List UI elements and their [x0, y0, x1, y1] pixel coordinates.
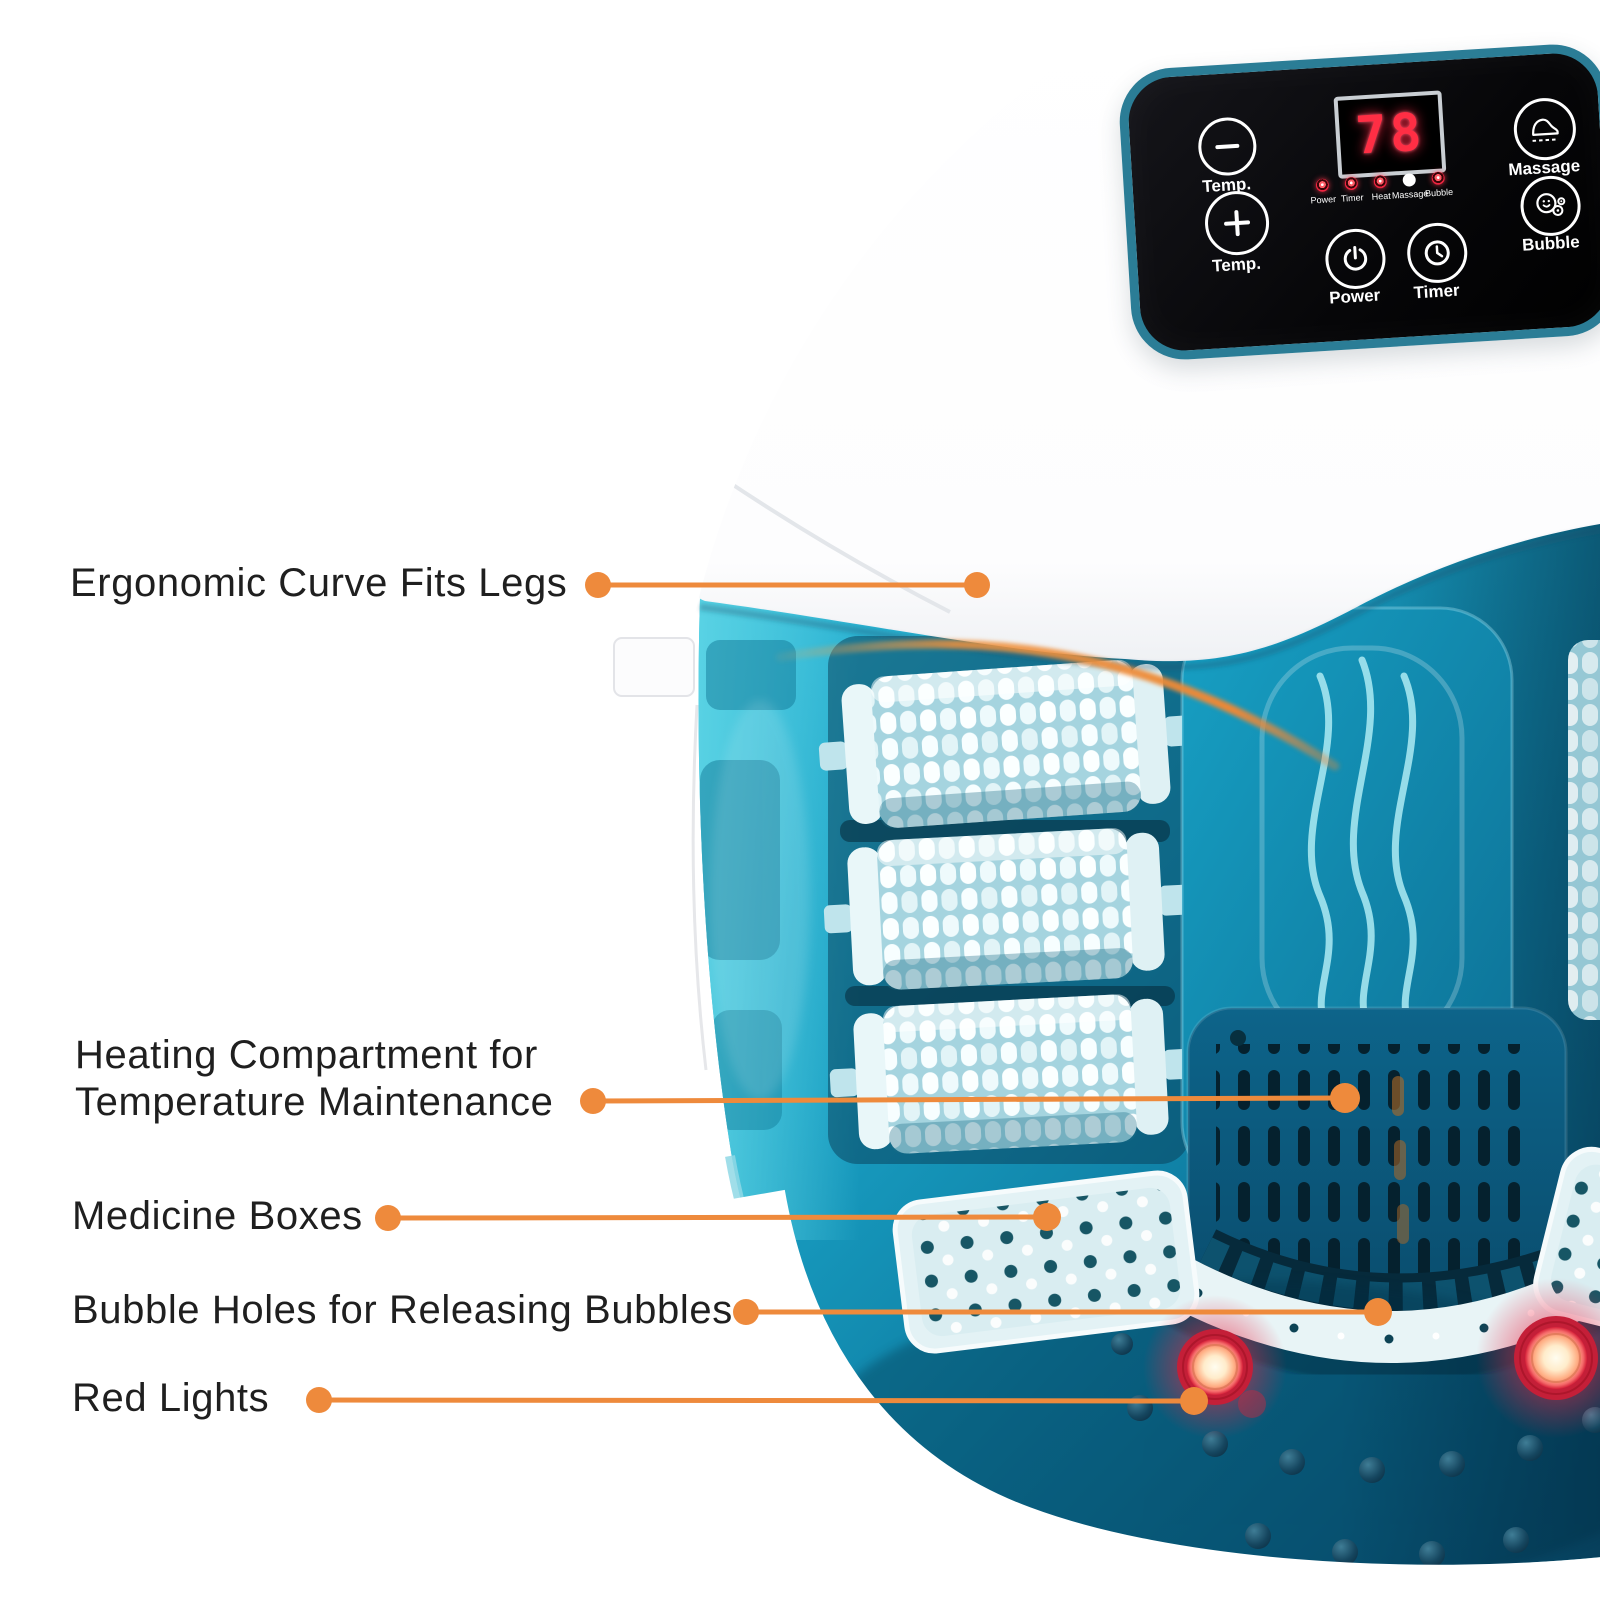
led-power: Power	[1308, 178, 1339, 206]
timer-led-icon	[1344, 176, 1359, 191]
callout-lines	[306, 572, 1392, 1415]
wave-emboss-icon	[1307, 656, 1417, 1028]
temp-minus-button[interactable]	[1196, 115, 1259, 178]
heating-compartment	[1186, 1006, 1568, 1306]
bubble-led-icon	[1431, 171, 1446, 186]
temperature-value: 78	[1353, 102, 1427, 167]
label-heating-compartment: Heating Compartment for Temperature Main…	[75, 1033, 554, 1124]
label-medicine-boxes: Medicine Boxes	[72, 1194, 363, 1238]
label-ergonomic-curve: Ergonomic Curve Fits Legs	[70, 561, 568, 605]
bubble-button[interactable]	[1518, 174, 1583, 238]
body-seam	[691, 704, 708, 1071]
power-led-icon	[1315, 178, 1330, 193]
temperature-display: 78	[1333, 90, 1447, 179]
temp-plus-button[interactable]	[1203, 189, 1271, 257]
control-panel: Temp. Temp. 78 Power Timer Heat Massage …	[1116, 41, 1600, 363]
red-light-right	[1476, 1278, 1600, 1438]
tub-rim-white	[691, 1189, 1600, 1600]
bubble-label: Bubble	[1521, 232, 1581, 255]
power-button[interactable]	[1323, 227, 1388, 291]
temp-plus-label: Temp.	[1211, 253, 1262, 276]
led-massage: Massage	[1392, 173, 1429, 201]
clock-icon	[1424, 240, 1450, 266]
red-light-left	[1143, 1295, 1287, 1439]
massage-roller-middle	[823, 828, 1191, 990]
power-icon	[1343, 245, 1368, 271]
plus-icon	[1223, 209, 1251, 237]
heat-led-icon	[1373, 174, 1388, 189]
timer-label: Timer	[1413, 280, 1461, 303]
label-bubble-holes: Bubble Holes for Releasing Bubbles	[72, 1288, 733, 1332]
timer-button[interactable]	[1405, 221, 1470, 285]
massage-button[interactable]	[1512, 96, 1578, 162]
medicine-box-left	[892, 1170, 1200, 1354]
bubbles-icon	[1536, 193, 1566, 216]
minus-icon	[1215, 143, 1240, 150]
label-red-lights: Red Lights	[72, 1376, 270, 1420]
led-bubble: Bubble	[1423, 171, 1454, 199]
massage-roller-top	[818, 659, 1196, 829]
massage-led-icon	[1402, 173, 1417, 187]
power-label: Power	[1328, 285, 1381, 308]
hinge-tab	[613, 637, 695, 697]
indicator-leds: Power Timer Heat Massage Bubble	[1308, 171, 1454, 206]
cover-edge-shadow	[699, 526, 1600, 671]
massage-roller-bottom	[829, 994, 1195, 1154]
led-timer: Timer	[1336, 176, 1367, 204]
ergonomic-curve-highlight	[775, 639, 1340, 771]
foot-massage-icon	[1532, 118, 1559, 142]
right-roller-sliver	[1568, 640, 1600, 1020]
